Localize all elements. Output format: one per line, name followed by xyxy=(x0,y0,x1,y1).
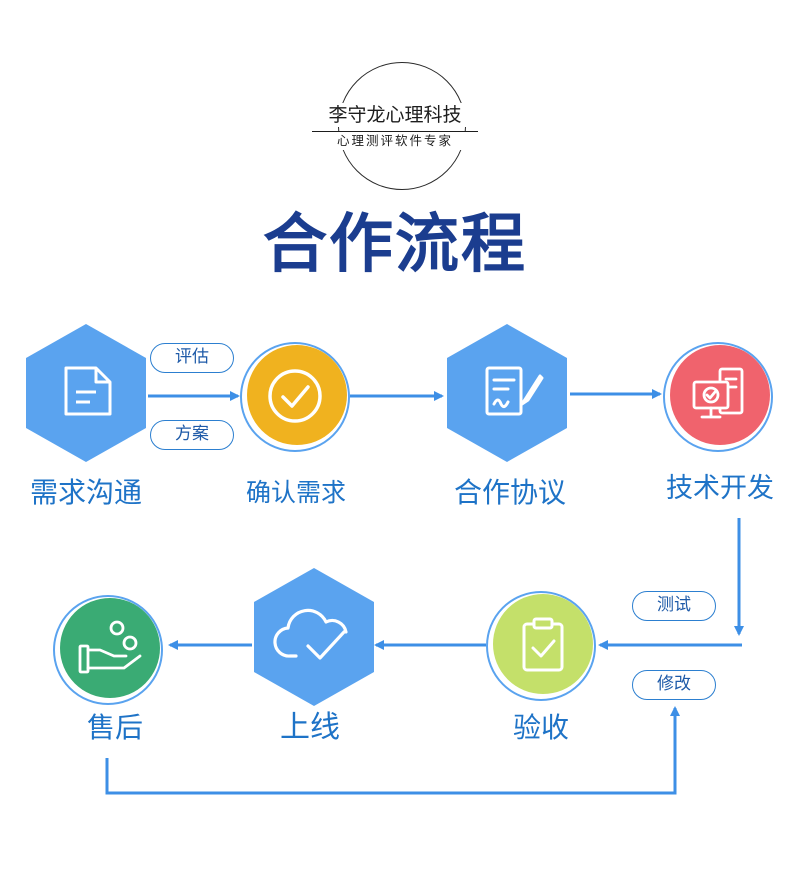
step-aftersales-node xyxy=(53,595,163,705)
step-launch-node xyxy=(254,568,374,706)
step-label-confirm: 确认需求 xyxy=(245,478,346,507)
step-label-launch: 上线 xyxy=(280,710,340,745)
contract-sign-icon xyxy=(485,366,544,416)
connector-revise: 修改 xyxy=(632,670,716,700)
step-development-node xyxy=(663,342,773,452)
company-name: 李守龙心理科技 xyxy=(305,103,485,127)
step-agreement-node xyxy=(447,324,567,462)
hand-coins-icon xyxy=(78,620,142,674)
page-title: 合作流程 xyxy=(263,208,527,282)
company-slogan: 心理测评软件专家 xyxy=(312,131,478,150)
connector-plan: 方案 xyxy=(150,420,234,450)
step-label-development: 技术开发 xyxy=(666,473,774,504)
step-confirm-node xyxy=(240,342,350,452)
connector-evaluate: 评估 xyxy=(150,343,234,373)
step-need-communication-node xyxy=(26,324,146,462)
check-circle-icon xyxy=(268,369,322,423)
step-label-acceptance: 验收 xyxy=(512,711,569,744)
clipboard-check-icon xyxy=(522,617,564,672)
step-acceptance-node xyxy=(486,591,596,701)
computer-server-icon xyxy=(692,367,744,419)
arrow-aftersales-to-revise xyxy=(105,706,680,795)
cloud-check-icon xyxy=(273,608,348,660)
step-label-aftersales: 售后 xyxy=(86,711,143,744)
step-label-agreement: 合作协议 xyxy=(453,476,566,509)
document-icon xyxy=(64,366,112,416)
connector-test: 测试 xyxy=(632,591,716,621)
step-label-need-communication: 需求沟通 xyxy=(29,476,142,509)
